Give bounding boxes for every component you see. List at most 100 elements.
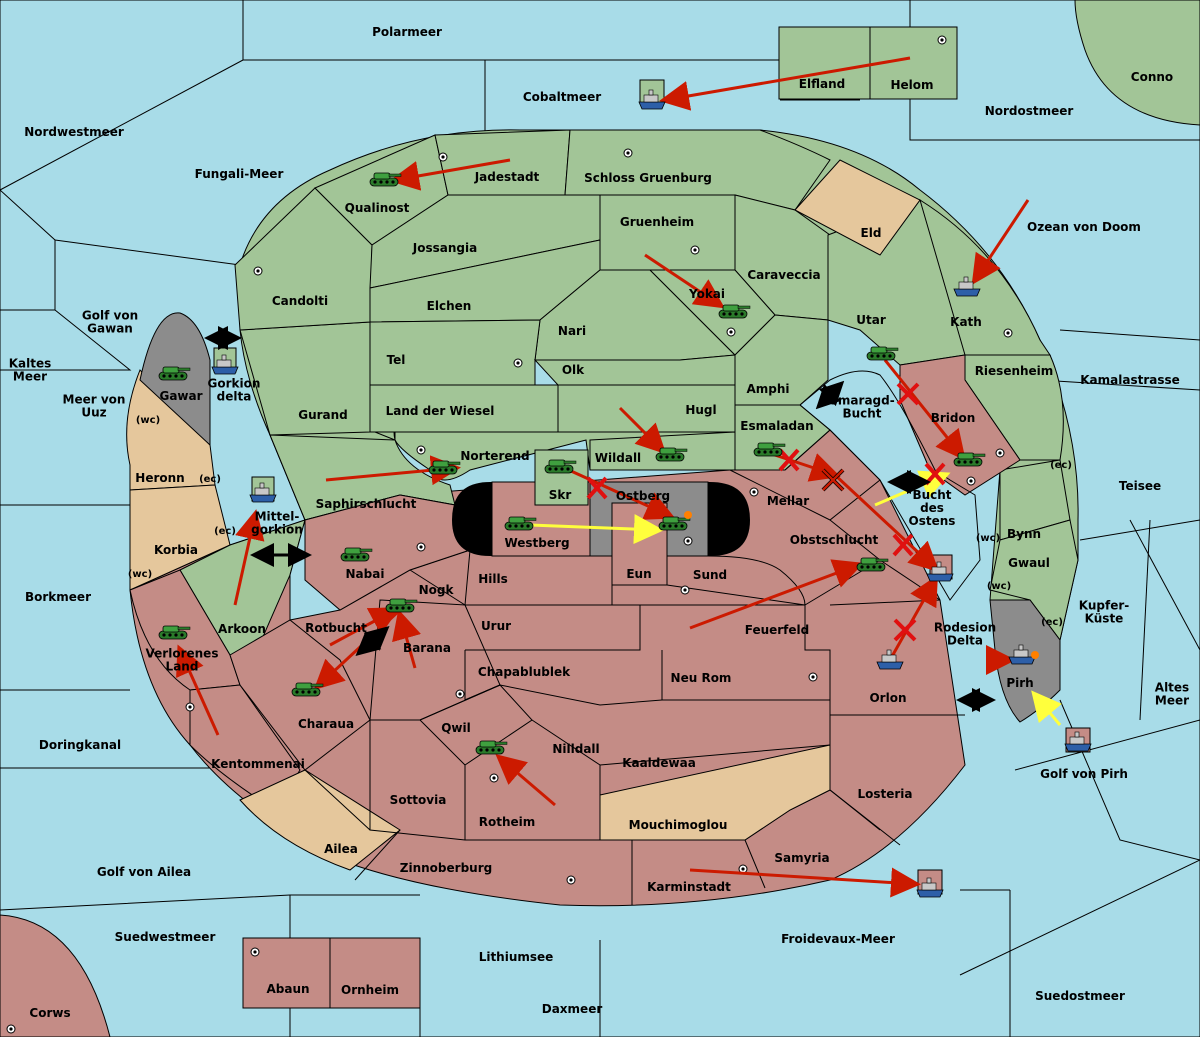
label-qualinost: Qualinost	[345, 201, 410, 215]
coast-tag-wc: (wc)	[976, 533, 1000, 544]
canal-arrows	[204, 326, 996, 712]
label-kentommenai: Kentommenai	[211, 757, 305, 771]
label-eun: Eun	[626, 567, 651, 581]
coast-tag-ec: (ec)	[199, 474, 221, 485]
label-teisee: Teisee	[1119, 479, 1161, 493]
label-suedwestmeer: Suedwestmeer	[115, 930, 216, 944]
label-helom: Helom	[890, 78, 933, 92]
label-smaragd-bucht: Smaragd-Bucht	[829, 394, 894, 421]
label-qwil: Qwil	[441, 721, 471, 735]
label-borkmeer: Borkmeer	[25, 590, 91, 604]
label-jadestadt: Jadestadt	[474, 170, 540, 184]
label-cobaltmeer: Cobaltmeer	[523, 90, 601, 104]
label-obstschlucht: Obstschlucht	[790, 533, 879, 547]
label-gruenheim: Gruenheim	[620, 215, 694, 229]
label-ornheim: Ornheim	[341, 983, 399, 997]
label-gwaul: Gwaul	[1008, 556, 1050, 570]
label-candolti: Candolti	[272, 294, 328, 308]
label-chapablublek: Chapablublek	[478, 665, 571, 679]
label-ailea: Ailea	[324, 842, 358, 856]
label-barana: Barana	[403, 641, 451, 655]
label-kupfer-kueste: Kupfer-Küste	[1079, 599, 1129, 626]
label-caraveccia: Caraveccia	[747, 268, 820, 282]
label-arkoon: Arkoon	[218, 622, 266, 636]
label-nordwestmeer: Nordwestmeer	[24, 125, 124, 139]
label-rotheim: Rotheim	[479, 815, 536, 829]
label-losteria: Losteria	[857, 787, 912, 801]
label-schloss-gruenburg: Schloss Gruenburg	[584, 171, 712, 185]
label-mellar: Mellar	[767, 494, 809, 508]
coast-tag-ec: (ec)	[1050, 460, 1072, 471]
coast-tag-ec: (ec)	[1041, 617, 1063, 628]
label-jossangia: Jossangia	[412, 241, 477, 255]
label-hugl: Hugl	[685, 403, 716, 417]
label-mouchimoglou: Mouchimoglou	[629, 818, 728, 832]
label-polarmeer: Polarmeer	[372, 25, 442, 39]
label-elchen: Elchen	[427, 299, 472, 313]
label-suedostmeer: Suedostmeer	[1035, 989, 1125, 1003]
label-pirh: Pirh	[1006, 676, 1033, 690]
label-yokai: Yokai	[688, 287, 725, 301]
label-neu-rom: Neu Rom	[671, 671, 732, 685]
label-olk: Olk	[562, 363, 585, 377]
label-elfland: Elfland	[799, 77, 845, 91]
label-heronn: Heronn	[135, 471, 184, 485]
label-skr: Skr	[549, 488, 572, 502]
label-froidevaux-meer: Froidevaux-Meer	[781, 932, 895, 946]
coast-tag-ec: (ec)	[214, 526, 236, 537]
label-nordostmeer: Nordostmeer	[985, 104, 1074, 118]
label-abaun: Abaun	[266, 982, 309, 996]
label-land-der-wiesel: Land der Wiesel	[386, 404, 495, 418]
label-norterend: Norterend	[460, 449, 529, 463]
dislodged-markers	[684, 511, 1039, 659]
label-golf-von-ailea: Golf von Ailea	[97, 865, 191, 879]
label-feuerfeld: Feuerfeld	[745, 623, 810, 637]
label-eld: Eld	[861, 226, 882, 240]
label-sottovia: Sottovia	[390, 793, 447, 807]
label-charaua: Charaua	[298, 717, 354, 731]
label-nabai: Nabai	[346, 567, 385, 581]
label-gawar: Gawar	[159, 389, 202, 403]
label-karminstadt: Karminstadt	[647, 880, 731, 894]
label-bridon: Bridon	[931, 411, 976, 425]
label-orlon: Orlon	[869, 691, 906, 705]
label-tel: Tel	[387, 353, 406, 367]
label-lithiumsee: Lithiumsee	[479, 950, 554, 964]
coast-tag-wc: (wc)	[136, 415, 160, 426]
label-fungali-meer: Fungali-Meer	[195, 167, 284, 181]
label-ostberg: Ostberg	[616, 489, 670, 503]
label-kaaldewaa: Kaaldewaa	[622, 756, 696, 770]
label-bynn: Bynn	[1007, 527, 1041, 541]
label-amphi: Amphi	[746, 382, 789, 396]
label-utar: Utar	[856, 313, 886, 327]
label-westberg: Westberg	[504, 536, 569, 550]
label-zinnoberburg: Zinnoberburg	[400, 861, 492, 875]
label-nilldall: Nilldall	[552, 742, 599, 756]
label-golf-von-pirh: Golf von Pirh	[1040, 767, 1128, 781]
label-wildall: Wildall	[595, 451, 641, 465]
label-urur: Urur	[481, 619, 511, 633]
label-kamalastrasse: Kamalastrasse	[1080, 373, 1180, 387]
label-gurand: Gurand	[298, 408, 348, 422]
label-saphirschlucht: Saphirschlucht	[316, 497, 417, 511]
label-hills: Hills	[478, 572, 508, 586]
label-sund: Sund	[693, 568, 727, 582]
label-ozean-von-doom: Ozean von Doom	[1027, 220, 1141, 234]
label-esmaladan: Esmaladan	[740, 419, 813, 433]
label-conno: Conno	[1131, 70, 1173, 84]
coast-tag-wc: (wc)	[128, 569, 152, 580]
label-samyria: Samyria	[774, 851, 829, 865]
label-riesenheim: Riesenheim	[975, 364, 1054, 378]
label-mittel-gorkion: Mittel-gorkion	[251, 510, 303, 537]
label-corws: Corws	[29, 1006, 70, 1020]
label-nogk: Nogk	[419, 583, 455, 597]
coast-tag-wc: (wc)	[987, 581, 1011, 592]
